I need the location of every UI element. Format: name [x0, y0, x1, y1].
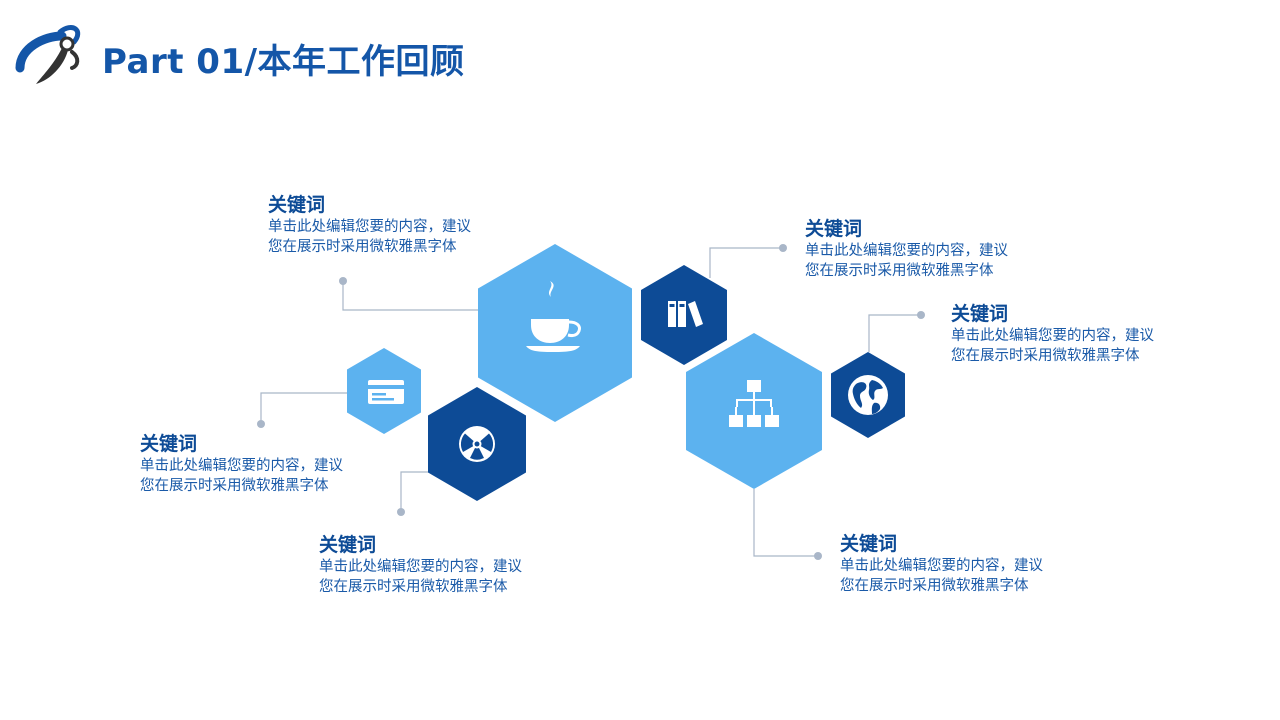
- globe-icon: [848, 375, 888, 415]
- keyword-description-line2: 您在展示时采用微软雅黑字体: [268, 239, 457, 255]
- keyword-block-3: 关键词 单击此处编辑您要的内容，建议 您在展示时采用微软雅黑字体: [951, 302, 1154, 366]
- keyword-title: 关键词: [140, 433, 198, 455]
- connector-dot-6: [814, 552, 822, 560]
- connector-line-3: [868, 314, 921, 352]
- keyword-description-line1: 单击此处编辑您要的内容，建议: [319, 559, 522, 575]
- page-title: Part 01/本年工作回顾: [102, 42, 465, 82]
- keyword-title: 关键词: [840, 533, 898, 555]
- keyword-description-line2: 您在展示时采用微软雅黑字体: [951, 348, 1140, 364]
- keyword-description-line1: 单击此处编辑您要的内容，建议: [951, 328, 1154, 344]
- keyword-description-line2: 您在展示时采用微软雅黑字体: [805, 263, 994, 279]
- radiation-icon: [459, 426, 495, 462]
- org-chart-icon: [729, 380, 779, 427]
- connector-dot-4: [257, 420, 265, 428]
- keyword-description-line2: 您在展示时采用微软雅黑字体: [840, 578, 1029, 594]
- keyword-block-4: 关键词 单击此处编辑您要的内容，建议 您在展示时采用微软雅黑字体: [140, 432, 343, 496]
- connector-line-2: [709, 247, 783, 278]
- keyword-title: 关键词: [805, 218, 863, 240]
- keyword-description-line2: 您在展示时采用微软雅黑字体: [319, 579, 508, 595]
- keyword-description-line1: 单击此处编辑您要的内容，建议: [140, 458, 343, 474]
- keyword-description-line2: 您在展示时采用微软雅黑字体: [140, 478, 329, 494]
- connector-dot-5: [397, 508, 405, 516]
- keyword-block-1: 关键词 单击此处编辑您要的内容，建议 您在展示时采用微软雅黑字体: [268, 193, 471, 257]
- logo-icon: [15, 25, 81, 84]
- connector-line-5: [400, 471, 428, 512]
- connector-line-6: [753, 489, 818, 557]
- keyword-description-line1: 单击此处编辑您要的内容，建议: [268, 219, 471, 235]
- keyword-description-line1: 单击此处编辑您要的内容，建议: [840, 558, 1043, 574]
- keyword-title: 关键词: [951, 303, 1009, 325]
- connector-line-4: [260, 392, 347, 424]
- keyword-title: 关键词: [268, 194, 326, 216]
- connector-dot-1: [339, 277, 347, 285]
- coffee-cup-icon: [526, 281, 581, 352]
- keyword-block-5: 关键词 单击此处编辑您要的内容，建议 您在展示时采用微软雅黑字体: [319, 533, 522, 597]
- connector-dot-2: [779, 244, 787, 252]
- books-icon: [668, 301, 703, 327]
- keyword-block-6: 关键词 单击此处编辑您要的内容，建议 您在展示时采用微软雅黑字体: [840, 532, 1043, 596]
- connector-line-1: [342, 281, 478, 311]
- keyword-block-2: 关键词 单击此处编辑您要的内容，建议 您在展示时采用微软雅黑字体: [805, 217, 1008, 281]
- card-icon: [368, 380, 404, 404]
- keyword-title: 关键词: [319, 534, 377, 556]
- connector-dot-3: [917, 311, 925, 319]
- keyword-description-line1: 单击此处编辑您要的内容，建议: [805, 243, 1008, 259]
